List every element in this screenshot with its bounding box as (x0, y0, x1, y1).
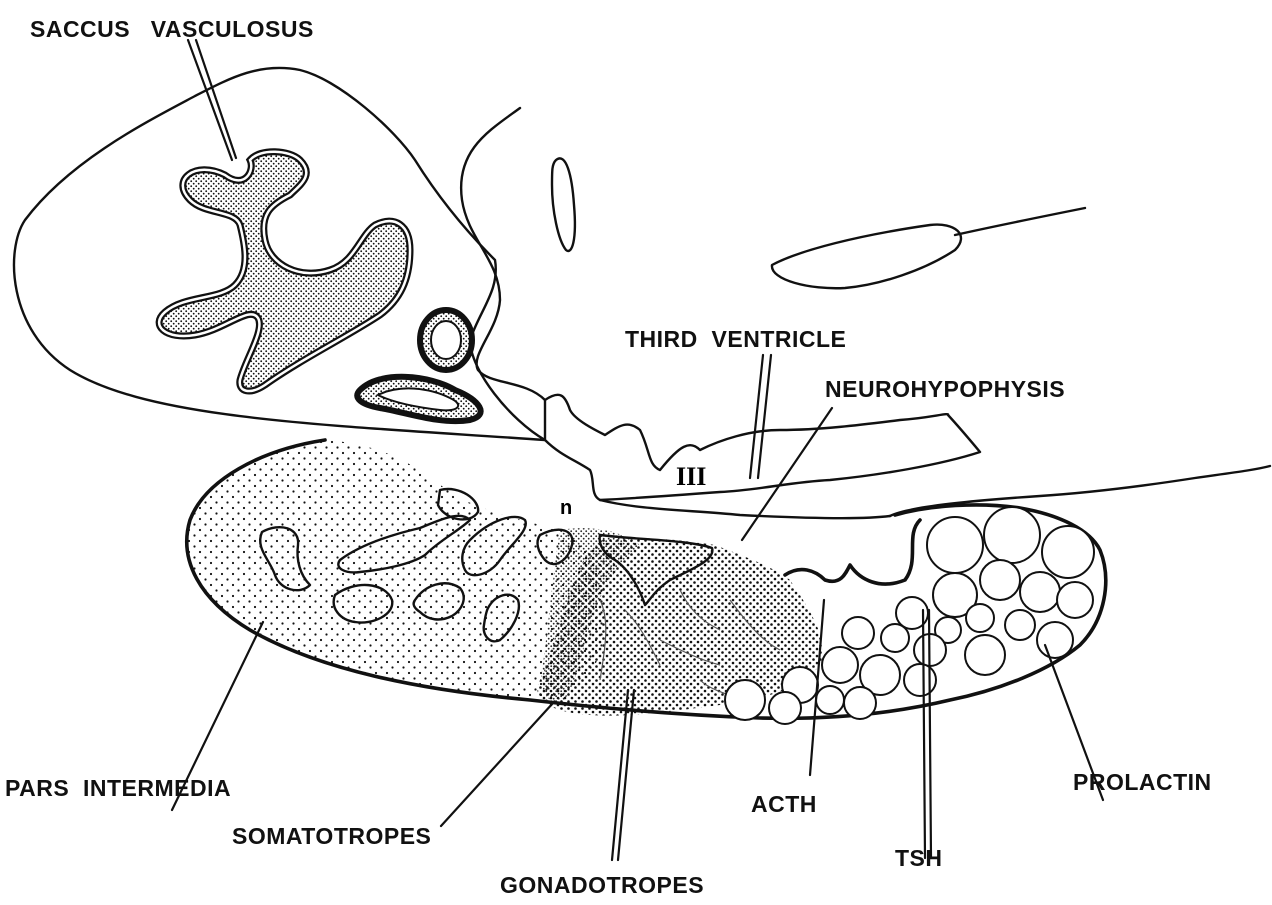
label-gonadotropes: GONADOTROPES (500, 872, 704, 898)
brain-floor-line (890, 466, 1270, 516)
dorsal-elongate-structure (772, 225, 961, 289)
saccus-vasculosus-outline (14, 68, 545, 440)
pars-intermedia-region (187, 440, 606, 700)
label-neurohypophysis: NEUROHYPOPHYSIS (825, 376, 1065, 402)
isolated-vesicle (552, 158, 575, 251)
dorsal-line (955, 208, 1085, 235)
label-somatotropes: SOMATOTROPES (232, 823, 431, 849)
rostral-pars-distalis-outline (785, 520, 920, 584)
label-pars-intermedia: PARS INTERMEDIA (5, 775, 231, 801)
label-n-marker: n (560, 497, 572, 519)
label-tsh: TSH (895, 845, 943, 871)
label-prolactin: PROLACTIN (1073, 769, 1212, 795)
label-ventricle-numeral: III (676, 462, 706, 491)
label-saccus-vasculosus: SACCUS VASCULOSUS (30, 16, 314, 42)
median-eminence-line (600, 500, 890, 518)
third-ventricle-outline (545, 395, 980, 500)
label-third-ventricle: THIRD VENTRICLE (625, 326, 846, 352)
label-acth: ACTH (751, 791, 817, 817)
saccus-vessel-tubes (159, 152, 481, 421)
